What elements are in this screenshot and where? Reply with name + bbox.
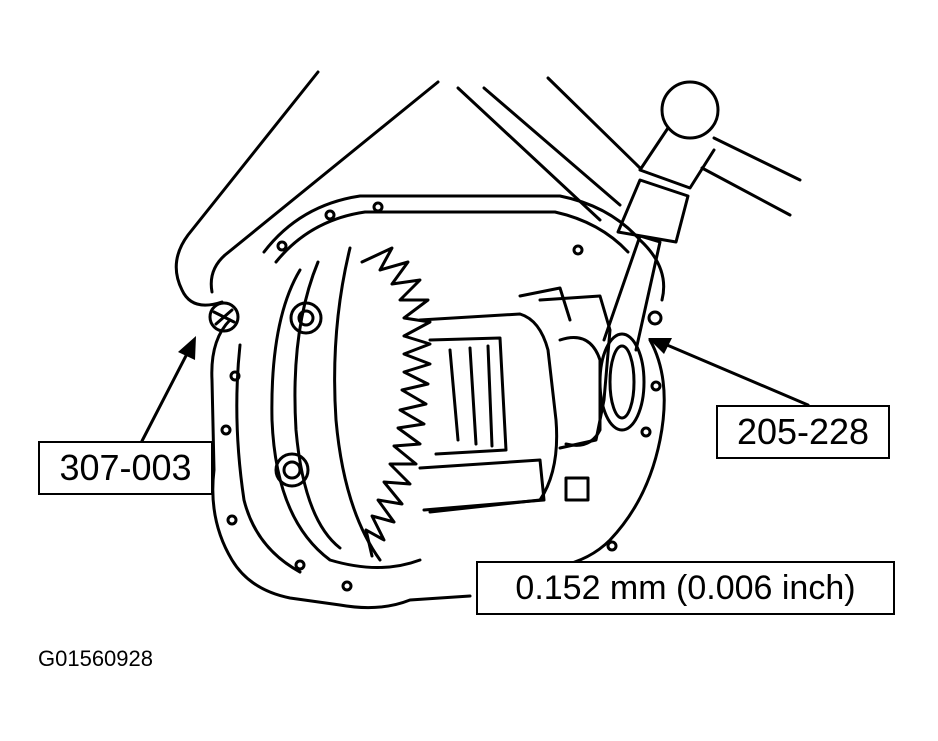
- spreader-tool-307-003: [174, 70, 642, 333]
- tool-bolt-left: [208, 301, 240, 333]
- dial-indicator-tool-205-228: [598, 80, 802, 432]
- differential-housing: [210, 194, 666, 610]
- bearing-cap-bolt-lower: [274, 452, 310, 488]
- hammer-head: [660, 80, 720, 140]
- tool-label-307-003: 307-003: [38, 441, 213, 495]
- tool-label-205-228: 205-228: [716, 405, 890, 459]
- differential-carrier: [270, 246, 612, 569]
- arrow-head-right: [648, 338, 672, 354]
- leader-lines: [140, 340, 810, 443]
- figure-id: G01560928: [38, 646, 153, 671]
- specification-label: 0.152 mm (0.006 inch): [476, 561, 895, 615]
- bearing-cap-bolt-upper: [289, 301, 323, 335]
- arrow-head-left: [178, 336, 196, 360]
